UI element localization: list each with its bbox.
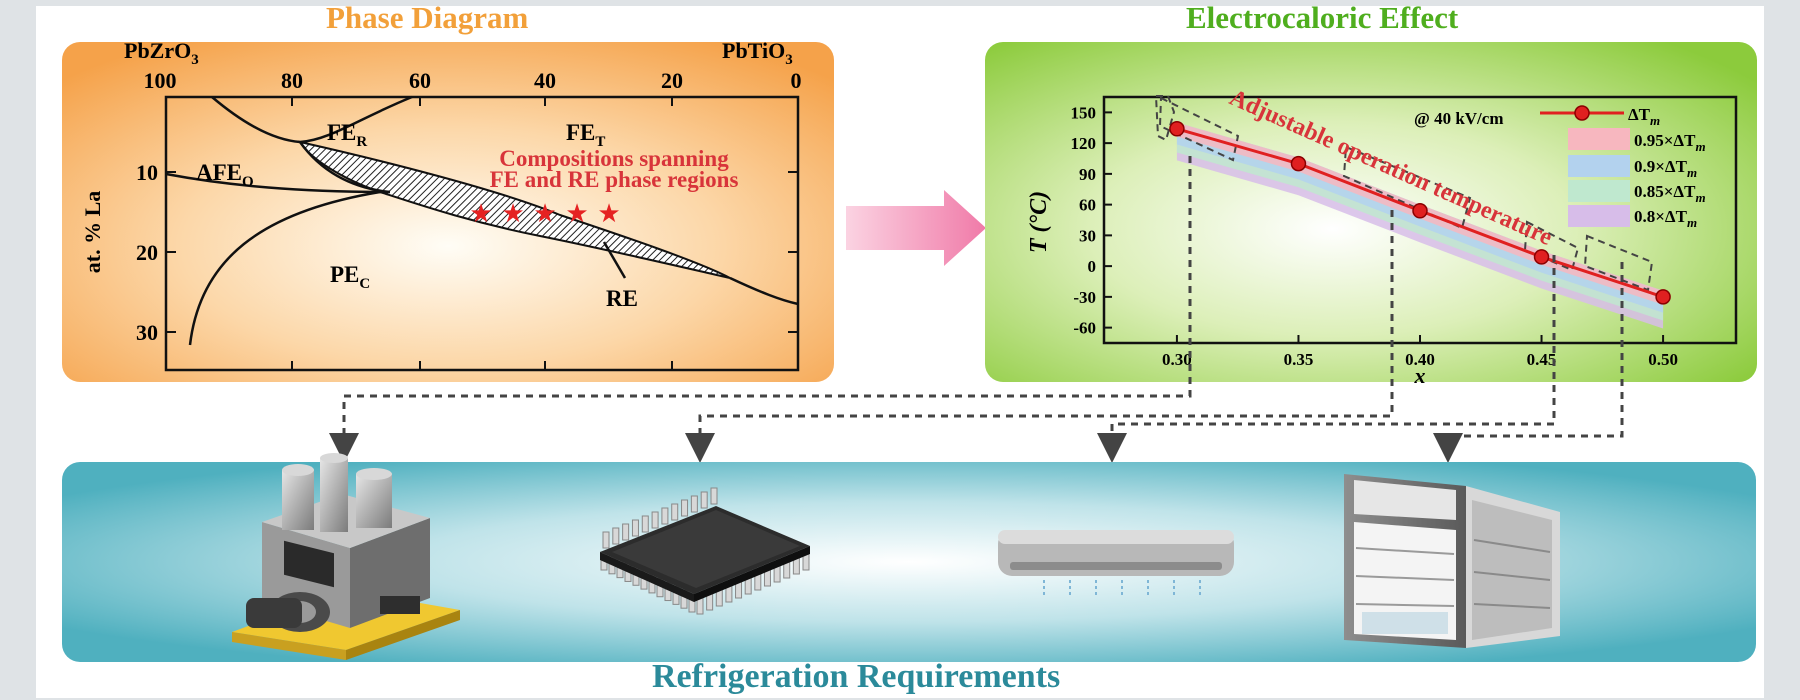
ece-x-axis-label: x [1414,363,1426,388]
series-point [1655,289,1671,305]
phase-y-tick-labels: 10 20 30 [136,160,158,345]
top-tick-label: 0 [791,68,802,93]
refrigeration-title: Refrigeration Requirements [652,658,1061,695]
dashed-connectors [329,156,1624,463]
phase-y-axis-label: at. % La [80,191,105,274]
air-conditioner-icon [998,530,1234,598]
region-afeo: AFEO [196,160,254,190]
connector-to-machinery [329,156,1192,463]
chip-pin [651,511,659,529]
y-tick-label: 60 [1079,196,1096,215]
phase-plot-frame [164,95,800,372]
composition-stars: ★ ★ ★ ★ ★ [469,199,620,228]
region-fer: FER [327,120,367,150]
legend-label-band-1: 0.95×ΔTm [1634,131,1706,154]
y-tick-label: 30 [136,320,158,345]
series-point [1169,121,1185,137]
phase-top-ticks [166,97,798,370]
x-tick-label: 0.30 [1162,350,1192,369]
star-marker: ★ [501,199,524,228]
machinery-icon [232,453,460,660]
chip-pin [681,499,689,517]
phase-boundaries [165,95,799,346]
y-tick-label: 0 [1088,257,1097,276]
y-tick-label: 20 [136,240,158,265]
top-tick-label: 20 [661,68,683,93]
chip-pin [661,507,669,525]
top-tick-label: 100 [144,68,177,93]
region-fet: FET [566,120,605,150]
chip-pin [700,491,708,509]
legend-swatch [1568,205,1630,227]
legend-label-band-2: 0.9×ΔTm [1634,157,1697,180]
ece-ticks: 0.30 0.35 0.40 0.45 0.50 150 120 90 60 30 0 -30 -60 [1071,103,1678,369]
ece-legend: ΔTm 0.95×ΔTm 0.9×ΔTm 0.85×ΔTm 0.8×ΔTm [1540,105,1706,230]
y-tick-label: 90 [1079,165,1096,184]
connector-to-chip [685,210,1394,463]
x-tick-label: 0.40 [1405,350,1435,369]
legend-label-band-3: 0.85×ΔTm [1634,182,1706,205]
composition-annotation-line2: FE and RE phase regions [490,167,739,192]
y-tick-label: 120 [1071,134,1097,153]
legend-label-dtm: ΔTm [1628,105,1660,128]
legend-swatch [1568,155,1630,177]
region-pec: PEC [330,262,370,292]
connector-to-fridge [1433,262,1624,463]
series-point [1290,155,1307,172]
star-marker: ★ [597,199,620,228]
chip-pin [671,503,679,521]
right-compound-label: PbTiO3 [722,38,793,68]
chip-pin [690,495,698,513]
y-tick-label: -30 [1073,288,1096,307]
x-tick-label: 0.35 [1284,350,1314,369]
x-tick-label: 0.50 [1648,350,1678,369]
y-tick-label: -60 [1073,319,1096,338]
series-point [1533,249,1550,265]
top-tick-label: 80 [281,68,303,93]
star-marker: ★ [533,199,556,228]
star-marker: ★ [565,199,588,228]
star-marker: ★ [469,199,492,228]
connector-to-ac [1097,255,1556,463]
legend-swatch [1568,128,1630,150]
electrocaloric-title: Electrocaloric Effect [1186,0,1459,35]
phase-diagram-title: Phase Diagram [326,0,529,35]
chip-pin [641,515,649,533]
phase-to-ece-arrow [846,190,986,266]
legend-label-band-4: 0.8×ΔTm [1634,207,1697,230]
ece-dashed-boxes [1154,95,1654,292]
ece-y-axis-label: T (°C) [1026,191,1052,253]
chip-pin [622,523,630,541]
chip-pin [710,487,718,505]
x-tick-label: 0.45 [1527,350,1557,369]
refrigerator-icon [1344,474,1560,648]
y-tick-label: 150 [1071,103,1097,122]
region-re: RE [606,286,638,311]
ece-series [1169,121,1671,305]
y-tick-label: 10 [136,160,158,185]
chip-pin [602,531,610,549]
chip-pin [612,527,620,545]
field-label: @ 40 kV/cm [1414,109,1503,128]
chip-pin [631,519,639,537]
top-tick-label: 40 [534,68,556,93]
left-compound-label: PbZrO3 [124,38,199,68]
legend-point-marker [1574,105,1590,121]
series-point [1412,203,1428,219]
composition-annotation-line1: Compositions spanning [499,146,729,171]
chip-icon [600,487,810,615]
y-tick-label: 30 [1079,226,1096,245]
top-tick-label: 60 [409,68,431,93]
phase-top-tick-labels: 100 80 60 40 20 0 [144,68,802,93]
legend-swatch [1568,180,1630,202]
refrigeration-panel [62,462,1756,662]
